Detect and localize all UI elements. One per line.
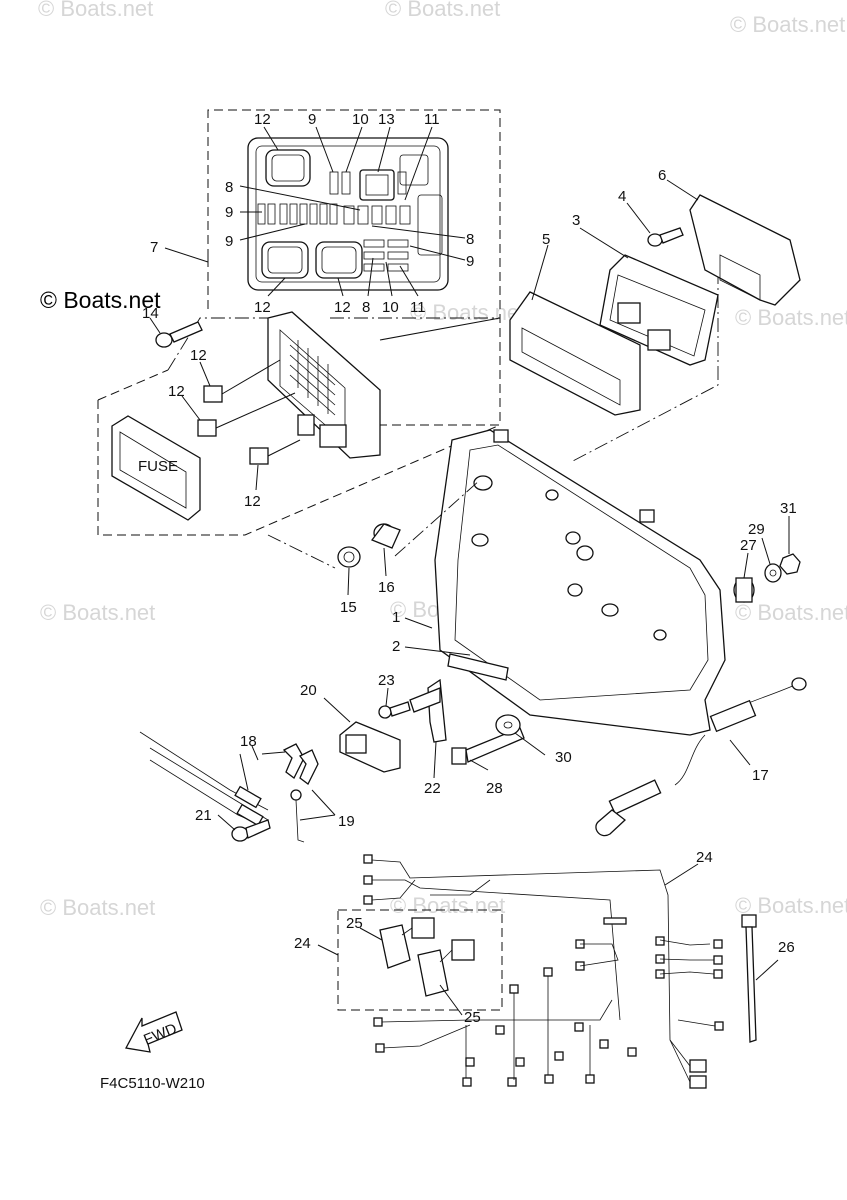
callout-labels: 12 9 10 13 11 8 9 9 8 9 7 12 12 8 10 11 …	[142, 111, 797, 1026]
callout-6: 6	[658, 167, 666, 184]
callout-12: 12	[190, 347, 207, 364]
washer-part-29	[761, 537, 782, 583]
callout-15: 15	[340, 599, 357, 616]
fwd-arrow-icon: FWD	[125, 1011, 183, 1053]
fuse-cover-label: FUSE	[138, 458, 178, 475]
watermark-faint: © Boats.net	[40, 895, 156, 920]
callout-19: 19	[338, 813, 355, 830]
callout-18: 18	[240, 733, 257, 750]
callout-3: 3	[572, 212, 580, 229]
callout-8: 8	[225, 179, 233, 196]
fuse-box-assembly	[97, 109, 501, 536]
callout-12: 12	[244, 493, 261, 510]
callout-21: 21	[195, 807, 212, 824]
grommet-part-15	[337, 546, 361, 596]
tray-part-1	[394, 429, 726, 736]
washer-part-30	[495, 714, 546, 756]
callout-14: 14	[142, 305, 159, 322]
cable-part-17	[595, 677, 807, 837]
callout-10: 10	[382, 299, 399, 316]
callout-17: 17	[752, 767, 769, 784]
callout-9: 9	[466, 253, 474, 270]
callout-1: 1	[392, 609, 400, 626]
spacer-part-27	[733, 552, 755, 603]
watermark-faint: © Boats.net	[735, 893, 847, 918]
fuse-box-body: FUSE	[111, 311, 501, 521]
callout-25: 25	[346, 915, 363, 932]
relay-part-20	[323, 697, 401, 773]
callout-22: 22	[424, 780, 441, 797]
callout-8: 8	[466, 231, 474, 248]
wire-leads-18-19-21	[139, 731, 336, 843]
callout-9: 9	[225, 204, 233, 221]
bolt-part-4	[626, 202, 684, 247]
callout-8: 8	[362, 299, 370, 316]
callout-2: 2	[392, 638, 400, 655]
cable-tie-part-26	[741, 914, 779, 1043]
callout-16: 16	[378, 579, 395, 596]
callout-9: 9	[308, 111, 316, 128]
wire-harness-part-24	[363, 854, 724, 1089]
callout-12: 12	[334, 299, 351, 316]
callout-30: 30	[555, 749, 572, 766]
callout-29: 29	[748, 521, 765, 538]
watermark-faint: © Boats.net	[730, 12, 846, 37]
callout-12: 12	[168, 383, 185, 400]
callout-25: 25	[464, 1009, 481, 1026]
watermark-faint: © Boats.net	[735, 305, 847, 330]
callout-26: 26	[778, 939, 795, 956]
callout-23: 23	[378, 672, 395, 689]
watermark-faint: © Boats.net	[38, 0, 154, 21]
bolt-part-14	[149, 317, 203, 348]
callout-27: 27	[740, 537, 757, 554]
bracket-part-6	[666, 179, 801, 306]
callout-12: 12	[254, 299, 271, 316]
watermark-faint: © Boats.net	[410, 300, 526, 325]
callout-28: 28	[486, 780, 503, 797]
watermark-faint: © Boats.net	[385, 0, 501, 21]
diagram-code: F4C5110-W210	[100, 1075, 205, 1092]
bracket-part-22	[409, 678, 447, 779]
watermark-faint: © Boats.net	[735, 600, 847, 625]
watermark-main: © Boats.net	[40, 287, 161, 313]
ecu-part-3	[570, 227, 719, 463]
callout-11: 11	[410, 299, 426, 316]
callout-5: 5	[542, 231, 550, 248]
callout-24: 24	[294, 935, 311, 952]
callout-13: 13	[378, 111, 395, 128]
callout-12: 12	[254, 111, 271, 128]
bolt-part-28	[451, 727, 525, 771]
callout-9: 9	[225, 233, 233, 250]
callout-4: 4	[618, 188, 626, 205]
callout-20: 20	[300, 682, 317, 699]
watermark-faint: © Boats.net	[40, 600, 156, 625]
nut-part-31	[779, 516, 801, 575]
callout-31: 31	[780, 500, 797, 517]
callout-7: 7	[150, 239, 158, 256]
connector-box-parts-25	[317, 909, 503, 1016]
collar-part-16	[370, 523, 401, 577]
bolt-part-23	[378, 687, 411, 719]
cover-part-5	[509, 244, 641, 416]
watermark-faint: © Boats.net	[390, 893, 506, 918]
callout-24: 24	[696, 849, 713, 866]
callout-11: 11	[424, 111, 440, 128]
callout-10: 10	[352, 111, 369, 128]
